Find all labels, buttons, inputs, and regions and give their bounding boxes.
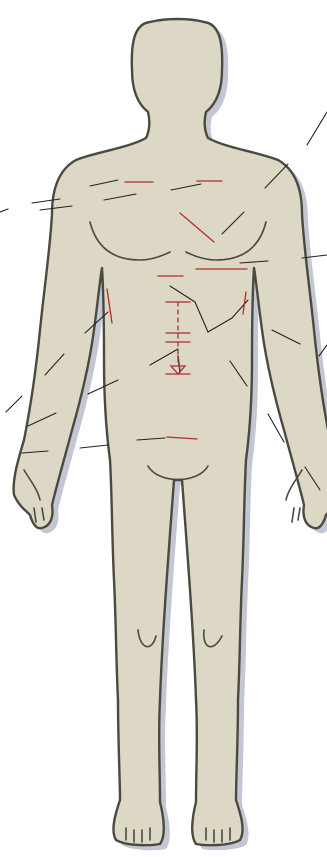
body-silhouette: [14, 19, 327, 845]
leader-line: [80, 445, 108, 448]
leader-line: [6, 396, 22, 412]
right-finger-line: [292, 508, 300, 522]
leader-line: [0, 209, 8, 212]
leader-line: [307, 112, 327, 145]
